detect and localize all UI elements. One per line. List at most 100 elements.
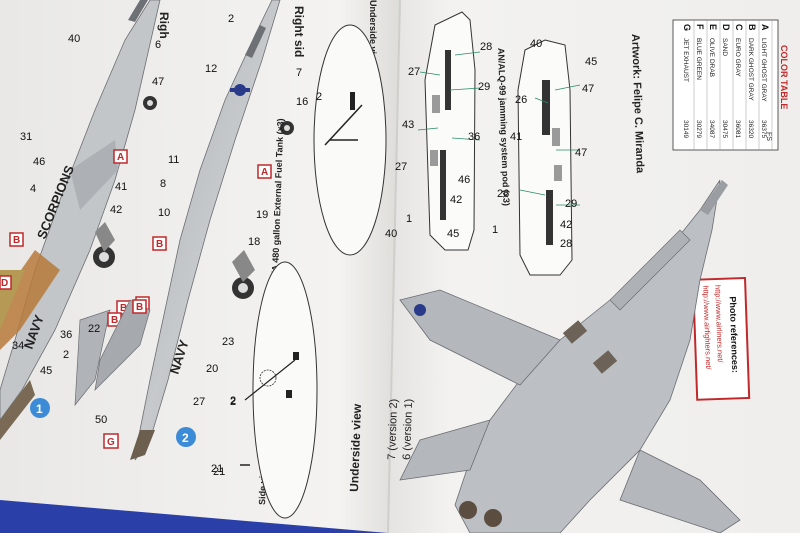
color-table-fs-header: FS	[765, 132, 772, 141]
svg-text:2: 2	[230, 395, 236, 407]
callout: 1	[492, 224, 498, 236]
color-table-title: COLOR TABLE	[779, 45, 789, 109]
callout: 20	[206, 363, 218, 375]
callout: 26	[497, 188, 509, 200]
callout: 11	[168, 154, 179, 166]
callout: 31	[20, 131, 32, 143]
color-table-fs: 30149	[682, 120, 689, 138]
callout: 50	[95, 414, 107, 426]
callout: 2	[228, 13, 234, 25]
callout: 21	[211, 463, 223, 475]
callout: 16	[296, 96, 308, 108]
color-table-code: D	[721, 24, 731, 31]
version-2-label: 7 (version 2)	[386, 399, 400, 461]
badge: B	[136, 302, 143, 313]
profile1-callouts: 40 6 47 31 46 4 41 42 36 45 22 2 50 34	[12, 33, 164, 426]
badge: B	[120, 303, 127, 314]
badge: B	[156, 239, 163, 250]
callout: 6	[155, 39, 161, 51]
jamming-pod-2	[517, 39, 573, 276]
callout: 29	[478, 81, 490, 93]
callout: 45	[585, 56, 597, 68]
profile2-number: 2	[182, 431, 189, 445]
photo-ref-url1[interactable]: http://www.airliners.net/	[713, 285, 725, 364]
svg-text:2: 2	[316, 91, 322, 103]
callout: 28	[560, 238, 572, 250]
aircraft-profile-2: NAVY	[94, 0, 294, 461]
badge: B	[111, 315, 118, 326]
callout: 2	[230, 396, 236, 408]
underside-view-title: Underside view	[347, 403, 364, 492]
callout: 47	[152, 76, 164, 88]
color-table-code: E	[708, 24, 718, 30]
photo-ref-title: Photo references:	[728, 296, 741, 373]
photo-references-box: Photo references: http://www.airliners.n…	[691, 276, 751, 401]
callout: 40	[385, 228, 397, 240]
color-table-fs: 30279	[695, 120, 702, 138]
callout: 27	[408, 66, 420, 78]
callout: 19	[256, 209, 268, 221]
callout: 45	[40, 365, 52, 377]
callout: 2	[63, 349, 69, 361]
jamming-pod-1	[424, 11, 476, 251]
callout: 42	[560, 219, 572, 231]
heading-underside-short: Underside vie	[368, 0, 378, 59]
callout: 46	[458, 174, 470, 186]
callout: 45	[447, 228, 459, 240]
version-1-label: 6 (version 1)	[401, 399, 415, 461]
callout: 27	[193, 396, 205, 408]
badge: A	[117, 152, 124, 163]
color-table-name: BLUE GREEN	[695, 38, 702, 80]
callout: 27	[395, 161, 407, 173]
color-table-name: JET EXHAUST	[682, 38, 689, 82]
profile2-callouts: 2 12 7 16 11 8 10 19 18 20 23 27 2 21	[158, 13, 308, 475]
callout: 23	[222, 336, 234, 348]
color-table-code: A	[760, 24, 770, 31]
profile1-badges: A B B D B A G	[0, 149, 150, 449]
pod-callouts: 28 27 29 43 36 27 46 42 45 1 40 40 26 45…	[385, 38, 597, 250]
heading-right-side-2: Right sid	[292, 6, 306, 57]
underside-roundel	[414, 304, 426, 316]
callout: 42	[110, 204, 122, 216]
callout: 36	[468, 131, 480, 143]
callout: 10	[158, 207, 170, 219]
color-table-fs: 36081	[734, 120, 741, 138]
page-fold	[387, 0, 401, 533]
callout: 46	[33, 156, 45, 168]
callout: 22	[88, 323, 100, 335]
callout: 47	[575, 147, 587, 159]
pod-leader-lines	[417, 51, 581, 206]
callout: 41	[510, 131, 522, 143]
color-table-code: F	[695, 24, 705, 30]
color-table-fs: 30475	[721, 120, 728, 138]
aircraft-underside	[399, 179, 741, 533]
color-table-name: OLIVE DRAB	[708, 38, 715, 77]
callout: 1	[406, 213, 412, 225]
color-table-fs: 36320	[747, 120, 754, 138]
badge: B	[13, 235, 20, 246]
badge: D	[1, 278, 8, 289]
fuel-tank-side: 2 21	[213, 261, 318, 519]
badge: A	[261, 167, 268, 178]
profile2-number-badge	[176, 427, 196, 447]
callout: 42	[450, 194, 462, 206]
callout: 4	[30, 183, 36, 195]
profile1-number: 1	[36, 402, 43, 416]
svg-text:21: 21	[213, 466, 225, 478]
callout: 47	[582, 83, 594, 95]
callout: 40	[68, 33, 80, 45]
color-table-code: C	[734, 24, 744, 31]
photo-ref-url2[interactable]: http://www.airfighters.net/	[701, 285, 713, 370]
color-table-code: B	[747, 24, 757, 31]
profile2-badges: A B B	[132, 164, 272, 314]
callout: 18	[248, 236, 260, 248]
callout: 12	[205, 63, 217, 75]
color-table-fs: 36375	[760, 120, 767, 138]
callout: 41	[115, 181, 127, 193]
callout: 34	[12, 340, 24, 352]
artwork-credit: Artwork: Felipe C. Miranda	[629, 34, 646, 175]
callout: 29	[565, 198, 577, 210]
fuel-tank-underside: 2	[313, 24, 387, 256]
color-table-name: EURO GRAY	[734, 38, 741, 77]
callout: 7	[296, 67, 302, 79]
